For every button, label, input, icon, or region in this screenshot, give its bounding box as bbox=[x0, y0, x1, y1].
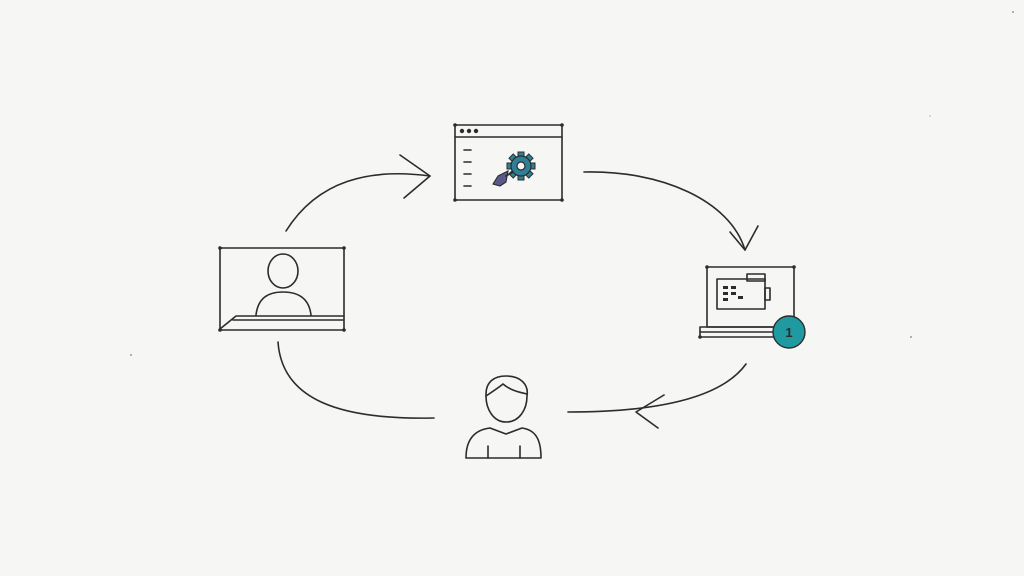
laptop-with-badge-icon: 1 bbox=[698, 265, 806, 349]
edge-user-to-videocall bbox=[277, 341, 435, 419]
edge-appwindow-to-laptop bbox=[583, 171, 759, 251]
badge-count: 1 bbox=[785, 325, 792, 340]
notification-badge: 1 bbox=[772, 315, 806, 349]
video-call-monitor-icon bbox=[218, 246, 346, 332]
gear-icon bbox=[506, 151, 536, 181]
edge-laptop-to-user bbox=[567, 363, 747, 429]
paper-texture bbox=[130, 11, 1014, 356]
user-person-icon bbox=[465, 375, 542, 459]
browser-window-gear-icon bbox=[453, 123, 564, 202]
edge-videocall-to-appwindow bbox=[285, 154, 431, 232]
